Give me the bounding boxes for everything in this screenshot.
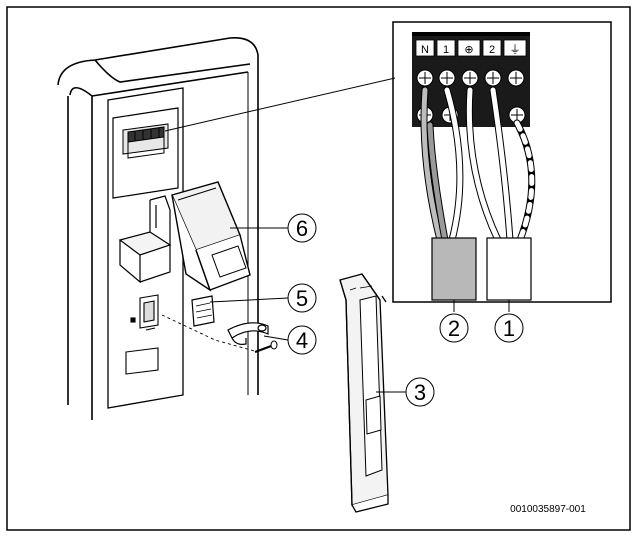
callouts (209, 213, 524, 407)
callout-1-label: 1 (503, 316, 515, 341)
detail-leader-line (164, 77, 396, 132)
callout-6-label: 6 (296, 216, 308, 241)
strain-relief (191, 295, 215, 327)
callout-3-label: 3 (414, 380, 426, 405)
channel-cover (339, 273, 389, 513)
label-plate (125, 347, 159, 375)
terminal-label-n: N (421, 44, 429, 56)
terminal-screw-icon (416, 69, 434, 87)
terminal-label-ground: ⏚ (510, 43, 521, 56)
assembly-guide-line (161, 314, 259, 353)
terminal-cover (171, 181, 251, 292)
callout-2-label: 2 (448, 316, 460, 341)
cable-sheath-1 (486, 237, 532, 301)
appliance-housing (57, 37, 259, 420)
terminal-label-cell (482, 39, 502, 57)
terminal-label-cell (457, 39, 481, 57)
cable-sheath-2 (431, 237, 477, 301)
wires (420, 86, 536, 244)
diagram-frame (6, 6, 631, 531)
terminal-screw-icon (507, 69, 525, 87)
terminal-label-earth-a: ⊕ (464, 43, 473, 56)
reference-code: 0010035897-001 (510, 504, 586, 515)
terminal-screw-icon (484, 69, 502, 87)
fixing-screw (254, 340, 278, 353)
terminal-label-2: 2 (489, 44, 495, 56)
terminal-label-cell (415, 39, 435, 57)
terminal-screw-icon (438, 69, 456, 87)
callout-5-label: 5 (296, 286, 308, 311)
terminal-label-1: 1 (443, 44, 449, 56)
terminal-screw-icon (461, 69, 479, 87)
terminal-label-cell (436, 39, 456, 57)
terminal-label-cell (503, 39, 527, 57)
left-bracket (118, 195, 172, 284)
terminal-screw-icon (508, 106, 526, 124)
clamp-plate (130, 294, 159, 331)
callout-4-label: 4 (296, 328, 308, 353)
cable-clamp (227, 322, 269, 345)
housing-terminal-block (122, 123, 169, 159)
